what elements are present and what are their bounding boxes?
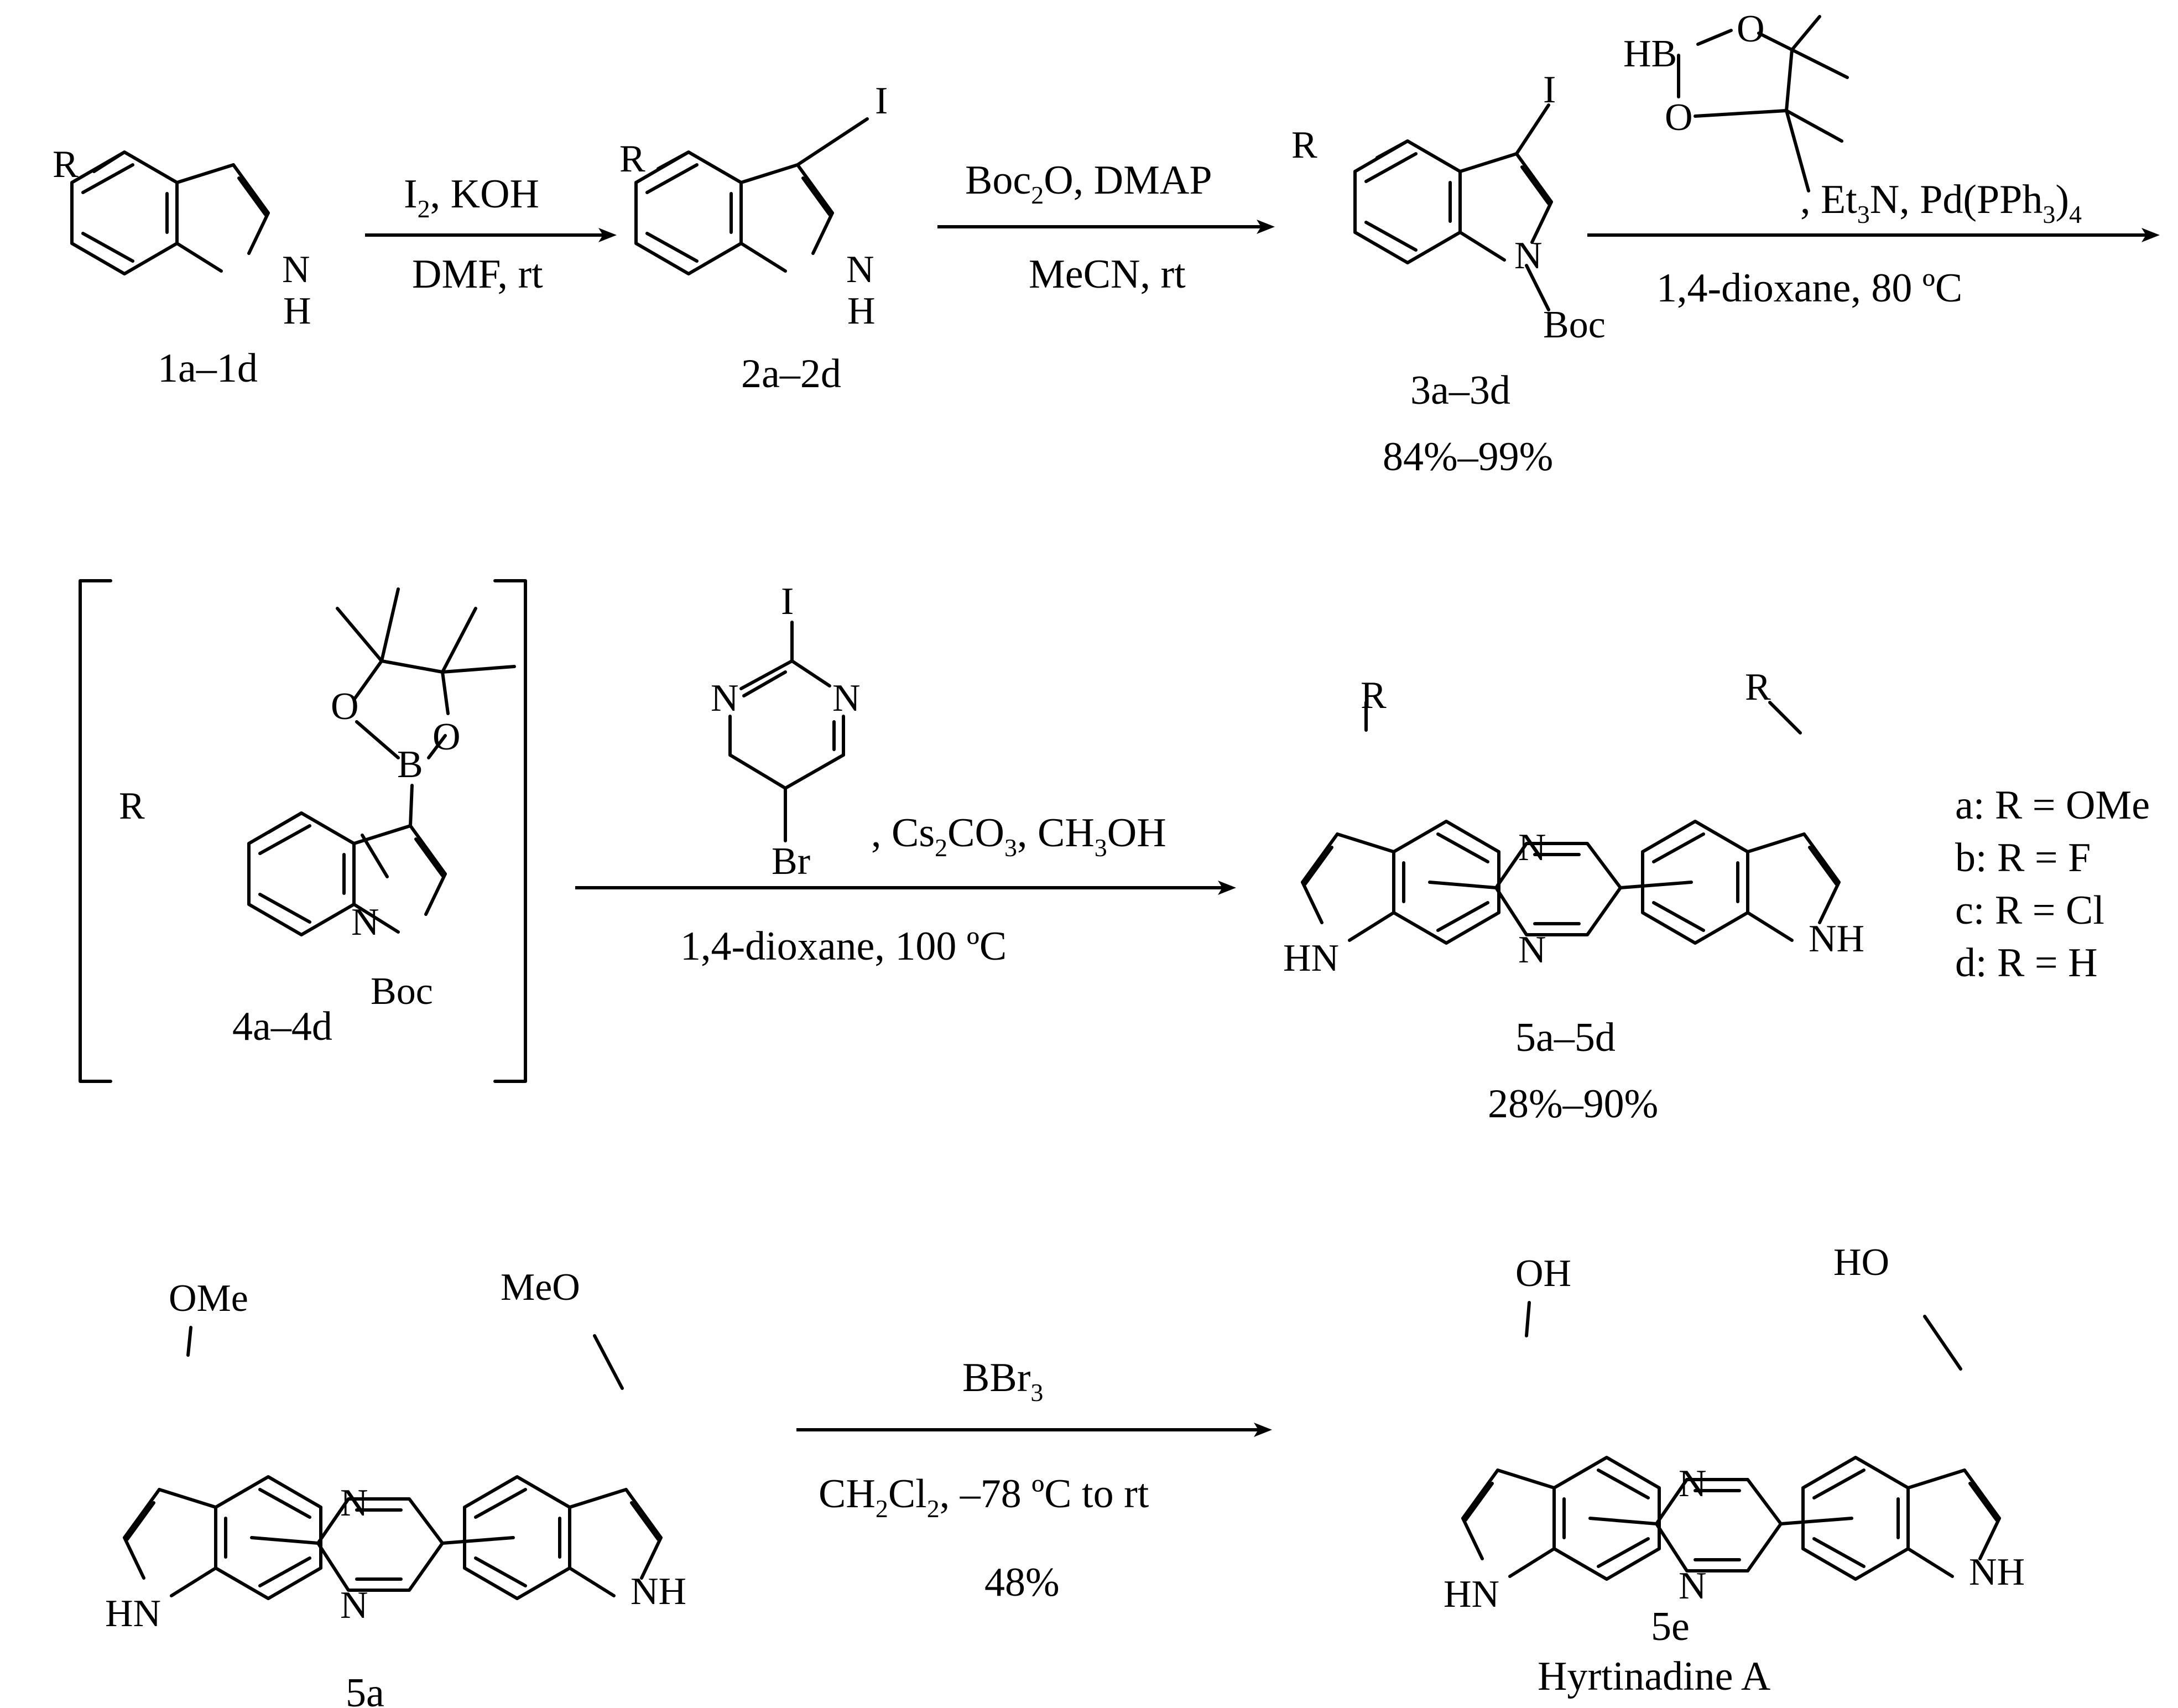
conditions-text: CH2Cl2, –78 ºC to rt: [819, 1471, 1149, 1523]
svg-text:O: O: [1665, 96, 1693, 139]
nitrogen: N: [1518, 826, 1546, 869]
substituent-r: R: [1291, 124, 1317, 166]
compound-label: 2a–2d: [741, 351, 841, 397]
reaction-arrow-3: HB O O , Et3N, Pd(PPh3)4 1,4-dioxane, 80…: [1587, 8, 2160, 311]
compound-label: 3a–3d: [1410, 368, 1510, 413]
compound-2: R I N H 2a–2d: [619, 80, 888, 397]
legend-entry: a: R = OMe: [1955, 783, 2150, 828]
hydroxyl-group: HO: [1833, 1241, 1889, 1284]
conditions-text: DMF, rt: [412, 252, 543, 297]
indole-nh: NH: [631, 1570, 686, 1613]
nitrogen: N: [1514, 235, 1543, 277]
compound-label: 4a–4d: [232, 1004, 332, 1049]
svg-text:N: N: [711, 677, 739, 720]
reagents-text: , Et3N, Pd(PPh3)4: [1800, 177, 2082, 228]
indole-nh: NH: [1969, 1551, 2025, 1594]
indole-nh: HN: [1283, 937, 1339, 980]
oxygen: O: [433, 716, 461, 758]
svg-text:I: I: [781, 580, 794, 623]
substituent-r: R: [1745, 666, 1771, 709]
boron: B: [397, 743, 423, 786]
nitrogen: N: [351, 901, 379, 944]
legend-entry: c: R = Cl: [1955, 888, 2104, 933]
nitrogen: N: [340, 1584, 368, 1627]
yield-text: 28%–90%: [1488, 1081, 1658, 1127]
svg-text:Br: Br: [772, 840, 810, 883]
iodobromopyrimidine: I N N Br: [711, 580, 861, 883]
yield-text: 84%–99%: [1383, 434, 1553, 480]
reaction-arrow-1: I2, KOH DMF, rt: [365, 171, 617, 297]
indole-nh: HN: [105, 1592, 161, 1635]
methoxy-group: MeO: [501, 1266, 580, 1309]
boc-group: Boc: [1543, 304, 1606, 346]
bracket-right: [493, 579, 527, 1083]
boc-group: Boc: [371, 970, 433, 1013]
indole-nh: NH: [1809, 918, 1864, 960]
nitrogen: N: [1679, 1462, 1707, 1505]
substituent-r: R: [53, 143, 79, 186]
compound-label: 5a–5d: [1515, 1015, 1616, 1060]
yield-text: 48%: [984, 1560, 1060, 1605]
legend-entry: b: R = F: [1955, 835, 2091, 881]
compound-5a: OMe MeO N N HN NH 5a: [105, 1266, 686, 1708]
legend-entry: d: R = H: [1955, 940, 2098, 986]
indole-nh: HN: [1444, 1573, 1499, 1616]
compound-1: R N H 1a–1d: [53, 143, 311, 391]
substituent-legend: a: R = OMe b: R = F c: R = Cl d: R = H: [1955, 783, 2150, 986]
iodine: I: [875, 80, 888, 122]
reagents-text: I2, KOH: [404, 171, 539, 223]
nitrogen: N: [846, 248, 874, 291]
conditions-text: MeCN, rt: [1029, 252, 1186, 297]
compound-label: 5e: [1651, 1604, 1690, 1649]
compound-4: R B O O N Boc 4a–4d: [119, 587, 516, 1049]
reaction-arrow-4: I N N Br , Cs2CO3, CH3OH 1,4-dioxane, 10…: [575, 580, 1236, 969]
reaction-arrow-2: Boc2O, DMAP MeCN, rt: [937, 158, 1275, 297]
boronate-structure: HB O O: [1623, 8, 1849, 192]
nitrogen: N: [1518, 929, 1546, 971]
svg-text:N: N: [832, 677, 861, 720]
oxygen: O: [331, 685, 359, 728]
compound-name: Hyrtinadine A: [1538, 1654, 1770, 1699]
nitrogen: N: [282, 248, 310, 291]
nitrogen: N: [1679, 1565, 1707, 1607]
conditions-text: 1,4-dioxane, 100 ºC: [680, 924, 1007, 969]
conditions-text: 1,4-dioxane, 80 ºC: [1656, 265, 1962, 311]
bracket-left: [79, 579, 112, 1083]
substituent-r: R: [619, 138, 645, 180]
compound-5e-hyrtinadine-a: OH HO N N HN NH 5e Hyrtinadine A: [1444, 1241, 2025, 1699]
methoxy-group: OMe: [169, 1277, 248, 1320]
svg-text:HB: HB: [1623, 33, 1677, 75]
compound-label: 5a: [346, 1670, 384, 1708]
reagents-text: BBr3: [962, 1355, 1043, 1407]
compound-label: 1a–1d: [158, 346, 258, 391]
reagents-text: , Cs2CO3, CH3OH: [871, 810, 1166, 862]
svg-text:O: O: [1737, 8, 1765, 50]
hydroxyl-group: OH: [1515, 1252, 1571, 1295]
nitrogen: N: [340, 1482, 368, 1524]
substituent-r: R: [119, 785, 145, 827]
reagents-text: Boc2O, DMAP: [965, 158, 1212, 209]
substituent-r: R: [1361, 674, 1387, 717]
iodine: I: [1543, 69, 1556, 111]
reaction-arrow-5: BBr3 CH2Cl2, –78 ºC to rt 48%: [796, 1355, 1272, 1605]
hydrogen: H: [283, 290, 311, 332]
compound-3: R I N Boc 3a–3d 84%–99%: [1291, 69, 1606, 480]
compound-5: R R N N HN NH 5a–5d 28%–90%: [1283, 666, 1864, 1127]
hydrogen: H: [847, 290, 876, 332]
